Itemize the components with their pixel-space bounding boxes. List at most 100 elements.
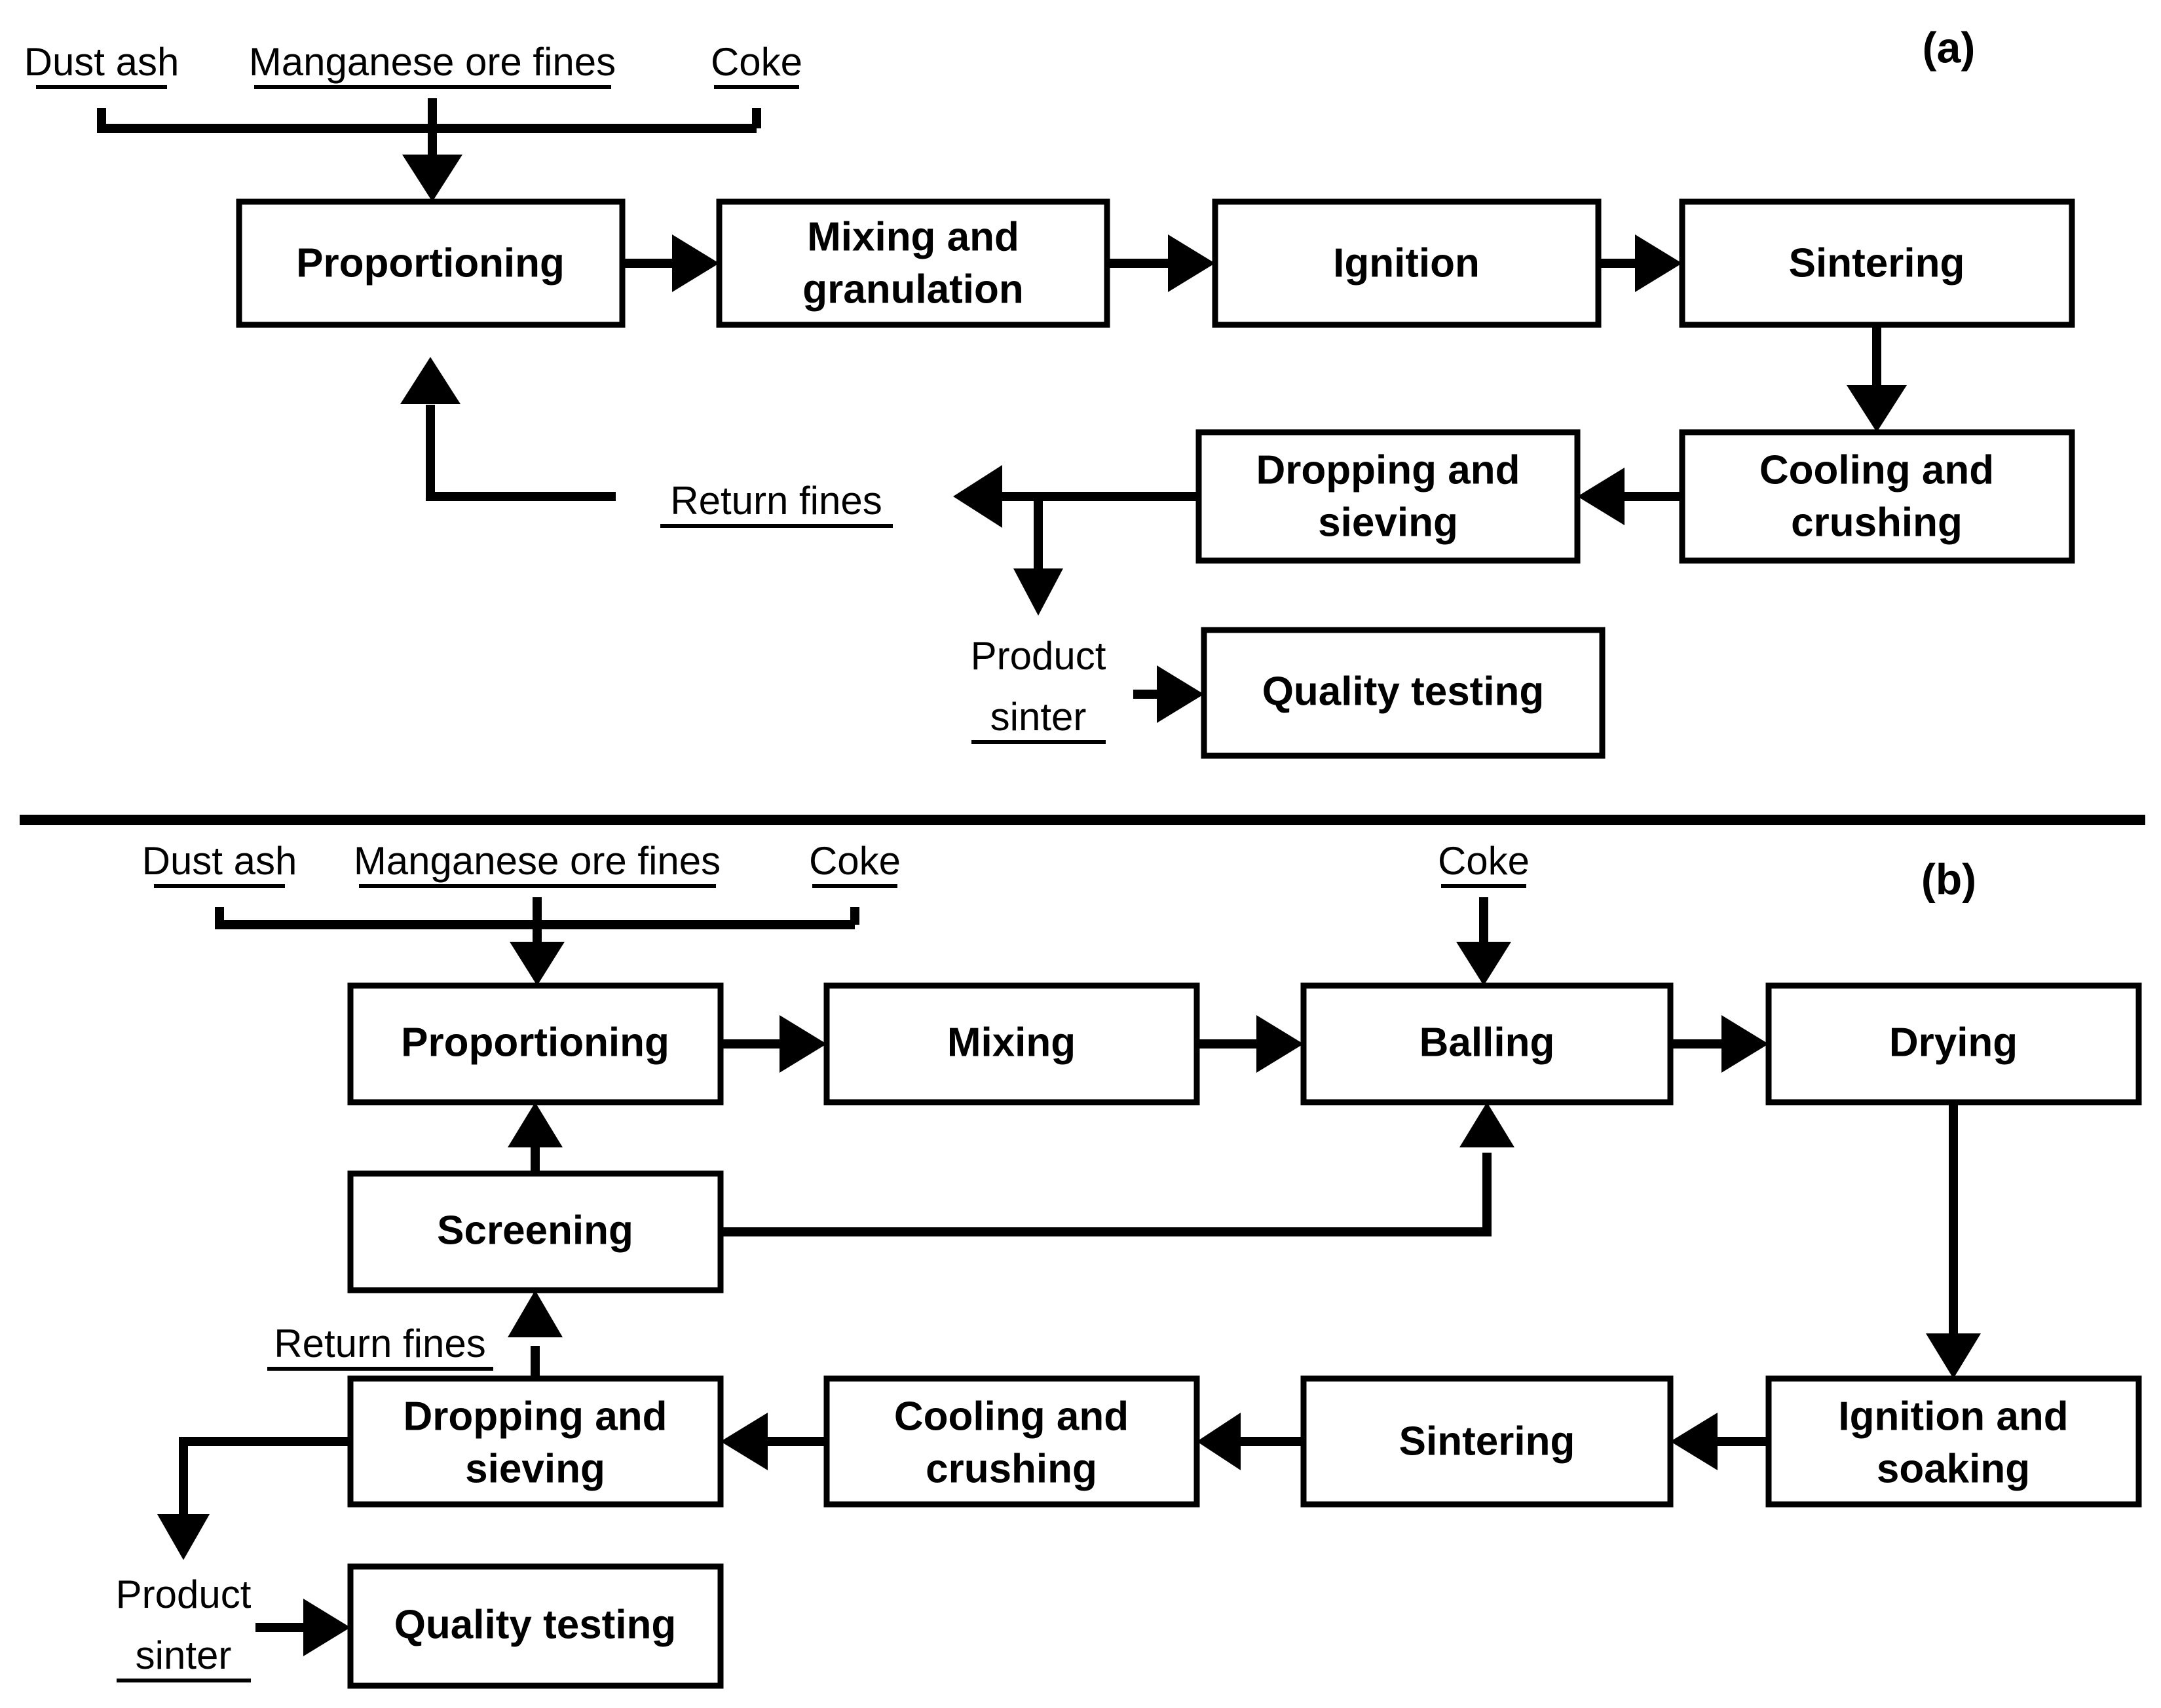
arrowhead-mixing	[780, 1015, 827, 1073]
box-label-line1: Cooling and	[894, 1394, 1129, 1439]
arrowhead-ignition	[1168, 234, 1215, 292]
return-fines-loop	[426, 405, 616, 501]
panel-a-connectors	[400, 234, 1907, 723]
box-sintering-a[interactable]: Sintering	[1679, 198, 2075, 328]
box-ignition-and-soaking-b[interactable]: Ignition and soaking	[1765, 1375, 2142, 1508]
box-rect	[1679, 198, 2075, 328]
panel-a-flow-labels: Return fines Product sinter	[660, 479, 1106, 744]
box-label: Proportioning	[401, 1020, 669, 1065]
feed-bus-left	[97, 108, 757, 133]
feed-bus	[215, 907, 855, 929]
box-balling-b[interactable]: Balling	[1300, 982, 1674, 1105]
box-dropping-and-sieving-b[interactable]: Dropping and sieving	[347, 1375, 724, 1508]
box-label: Quality testing	[1262, 669, 1545, 714]
box-label-line1: Dropping and	[1256, 447, 1520, 492]
arrowhead-return-fines-b	[508, 1290, 563, 1337]
box-label-line2: crushing	[1791, 500, 1963, 545]
box-label: Screening	[437, 1208, 633, 1253]
arrowhead-cooling	[1847, 385, 1907, 432]
box-label-line1: Dropping and	[404, 1394, 667, 1439]
box-rect	[1679, 429, 2075, 564]
panel-b: Dust ash Manganese ore fines Coke Coke	[116, 839, 2142, 1689]
arrowhead-product-sinter-b	[157, 1514, 210, 1560]
input-label-dust-ash: Dust ash	[24, 40, 179, 84]
arrowhead-dropping	[1577, 468, 1625, 525]
box-label: Mixing	[947, 1020, 1076, 1065]
flow-label-sinter: sinter	[136, 1633, 232, 1677]
box-label: Sintering	[1789, 240, 1965, 286]
input-label-manganese-ore-fines: Manganese ore fines	[354, 839, 721, 883]
box-label-line2: soaking	[1877, 1446, 2030, 1491]
flow-label-product: Product	[971, 634, 1106, 678]
box-quality-testing-b[interactable]: Quality testing	[347, 1563, 724, 1689]
panel-b-flow-labels: Return fines Product sinter	[116, 1322, 493, 1682]
box-dropping-and-sieving-a[interactable]: Dropping and sieving	[1195, 429, 1581, 564]
input-label-manganese-ore-fines: Manganese ore fines	[249, 40, 616, 84]
arrowhead-product-sinter	[1013, 568, 1063, 616]
box-rect	[347, 1375, 724, 1508]
input-label-dust-ash: Dust ash	[142, 839, 297, 883]
box-screening-b[interactable]: Screening	[347, 1170, 724, 1293]
panel-tag-b: (b)	[1921, 855, 1976, 903]
product-sinter-branch	[179, 1437, 350, 1519]
panel-a: Dust ash Manganese ore fines Coke Propor…	[24, 23, 2075, 759]
box-sintering-b[interactable]: Sintering	[1300, 1375, 1674, 1508]
box-rect	[1300, 1375, 1674, 1508]
box-label-line2: crushing	[926, 1446, 1097, 1491]
box-rect	[236, 198, 626, 328]
box-label-line2: granulation	[802, 267, 1024, 312]
arrowhead-return-fines	[953, 465, 1002, 528]
box-label: Ignition	[1333, 240, 1480, 286]
panel-a-inputs: Dust ash Manganese ore fines Coke	[24, 40, 802, 89]
box-label-line1: Mixing and	[807, 214, 1019, 259]
input-label-coke-proportioning: Coke	[809, 839, 901, 883]
arrowhead-balling	[1256, 1015, 1304, 1073]
arrowhead-sintering-b	[1670, 1413, 1718, 1470]
box-label: Balling	[1419, 1020, 1555, 1065]
arrowhead-dropping-b	[721, 1413, 768, 1470]
arrowhead-to-proportioning	[402, 155, 462, 202]
box-label: Drying	[1889, 1020, 2018, 1065]
input-label-coke: Coke	[711, 40, 802, 84]
arrowhead-quality-testing	[1157, 665, 1204, 723]
box-drying-b[interactable]: Drying	[1765, 982, 2142, 1105]
box-rect	[1201, 627, 1606, 759]
box-ignition-a[interactable]: Ignition	[1212, 198, 1602, 328]
arrowhead-to-proportioning	[510, 942, 565, 986]
arrowhead-return-to-proportioning	[400, 357, 460, 404]
arrowhead-sintering	[1635, 234, 1682, 292]
arrowhead-drying	[1721, 1015, 1769, 1073]
box-mixing-and-granulation-a[interactable]: Mixing and granulation	[716, 198, 1110, 328]
arrowhead-cooling-b	[1197, 1413, 1241, 1470]
arrowhead-coke-to-balling	[1456, 942, 1511, 986]
box-mixing-b[interactable]: Mixing	[823, 982, 1200, 1105]
box-proportioning-b[interactable]: Proportioning	[347, 982, 724, 1105]
flow-label-product: Product	[116, 1572, 252, 1616]
panel-b-feed-manifold	[215, 897, 1511, 986]
arrowhead-screening-to-proportioning	[508, 1102, 563, 1147]
box-rect	[347, 1170, 724, 1293]
box-rect	[716, 198, 1110, 328]
box-cooling-and-crushing-b[interactable]: Cooling and crushing	[823, 1375, 1200, 1508]
box-label: Proportioning	[296, 240, 565, 286]
box-label-line2: sieving	[1318, 500, 1458, 545]
box-cooling-and-crushing-a[interactable]: Cooling and crushing	[1679, 429, 2075, 564]
box-label: Quality testing	[394, 1602, 677, 1647]
box-proportioning-a[interactable]: Proportioning	[236, 198, 626, 328]
box-quality-testing-a[interactable]: Quality testing	[1201, 627, 1606, 759]
box-rect	[823, 1375, 1200, 1508]
panel-a-feed-manifold	[97, 98, 761, 202]
box-rect	[347, 982, 724, 1105]
flow-label-sinter: sinter	[990, 695, 1087, 739]
flow-label-return-fines: Return fines	[274, 1322, 486, 1365]
box-rect	[1195, 429, 1581, 564]
box-rect	[1765, 1375, 2142, 1508]
arrowhead-quality-testing-b	[303, 1599, 350, 1656]
flow-label-return-fines: Return fines	[670, 479, 882, 523]
panel-b-inputs: Dust ash Manganese ore fines Coke Coke	[142, 839, 1530, 888]
panel-b-connectors	[157, 1015, 1981, 1656]
box-rect	[347, 1563, 724, 1689]
arrowhead-mixing	[672, 234, 719, 292]
